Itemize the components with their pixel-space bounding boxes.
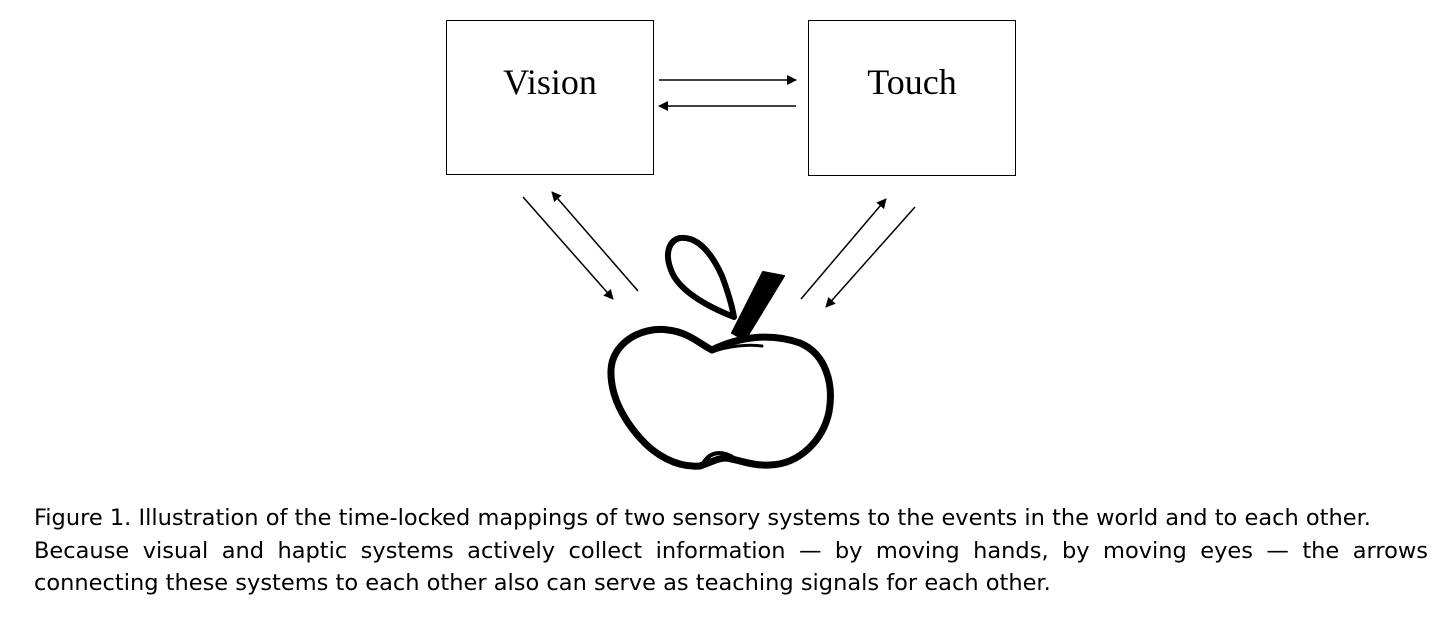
apple-leaf [665, 234, 737, 320]
caption-line-3: connecting these systems to each other a… [34, 570, 1051, 596]
arrow-vision-to-apple [522, 196, 614, 300]
vision-box: Vision [446, 20, 654, 175]
apple-icon [607, 234, 834, 470]
apple-inner-stroke [710, 343, 764, 354]
touch-box: Touch [808, 20, 1016, 176]
vision-label: Vision [503, 61, 597, 102]
touch-label: Touch [867, 62, 957, 102]
apple-body [607, 325, 834, 470]
apple-bottom-dip [702, 451, 736, 464]
caption-line-1: Figure 1. Illustration of the time-locke… [34, 505, 1371, 531]
arrow-apple-to-vision [551, 191, 639, 292]
arrow-apple-to-touch [800, 198, 887, 300]
apple-stem [731, 271, 785, 341]
sensory-mapping-diagram: Vision Touch [446, 20, 1016, 470]
caption-line-2: Because visual and haptic systems active… [34, 537, 1428, 564]
arrow-touch-to-apple [825, 206, 916, 308]
figure-caption: Figure 1. Illustration of the time-locke… [34, 502, 1428, 600]
arrows-layer [522, 75, 916, 308]
